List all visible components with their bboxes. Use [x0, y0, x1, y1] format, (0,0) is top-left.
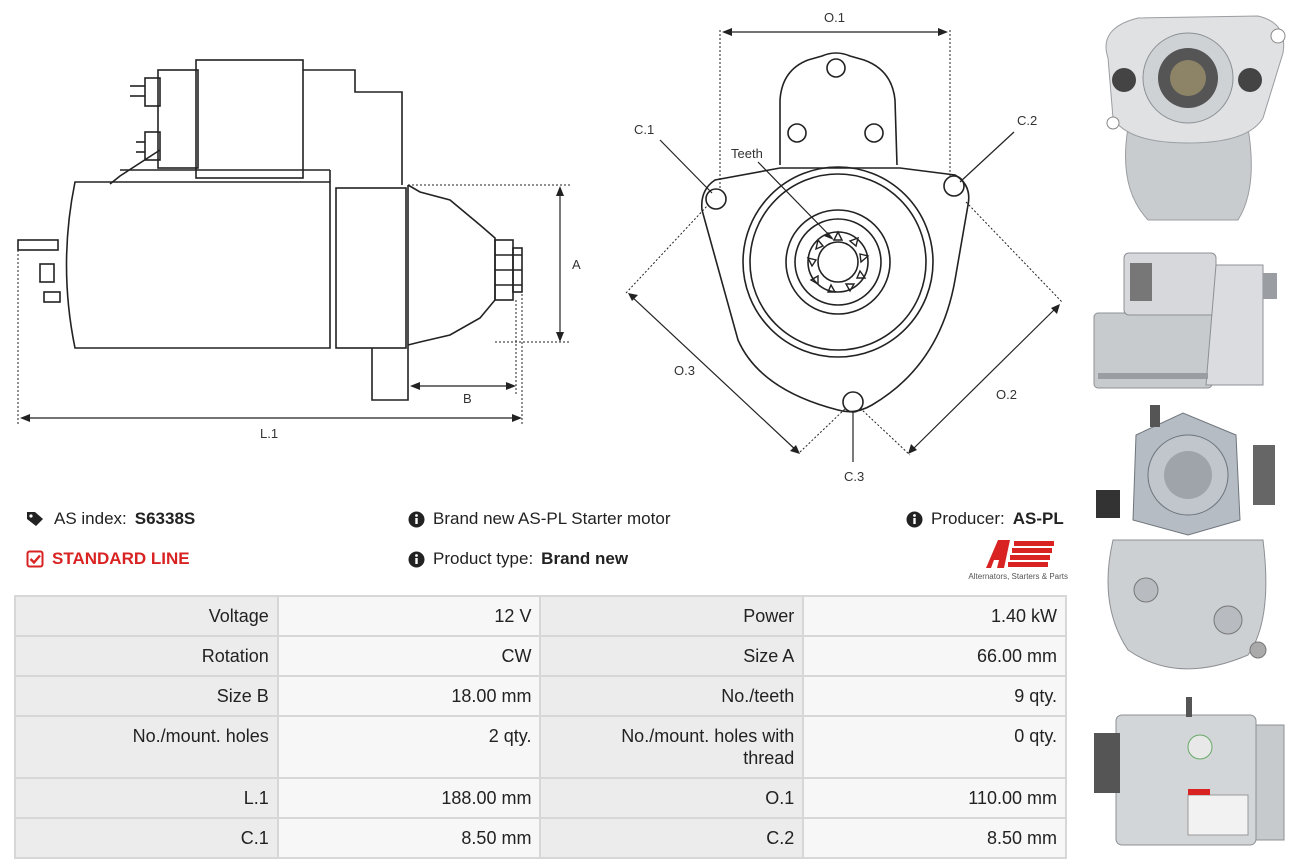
spec-value: 110.00 mm	[804, 779, 1065, 817]
spec-value: CW	[278, 637, 540, 675]
label-a: A	[572, 257, 581, 272]
info-circle-icon	[906, 511, 923, 527]
spec-value: 9 qty.	[804, 677, 1065, 715]
front-view-drawing: O.1 C.1 C.2 Teeth O.3 O.2 C.3	[625, 10, 1063, 484]
product-type-value: Brand new	[541, 549, 629, 568]
standard-line: STANDARD LINE	[26, 549, 190, 569]
as-index-label: AS index:	[54, 509, 127, 528]
spec-label: L.1	[16, 779, 277, 817]
product-photo-side	[1088, 245, 1293, 395]
standard-line-label: STANDARD LINE	[52, 549, 190, 568]
spec-value: 188.00 mm	[278, 779, 540, 817]
spec-value: 1.40 kW	[804, 597, 1065, 635]
spec-label: Rotation	[16, 637, 277, 675]
as-logo-mark	[986, 540, 1054, 568]
spec-label: Size A	[541, 637, 803, 675]
info-circle-icon	[408, 511, 425, 527]
product-type-label: Product type:	[433, 549, 534, 568]
spec-label: No./mount. holes	[16, 717, 277, 777]
spec-label: No./mount. holes with thread	[541, 717, 803, 777]
spec-label: No./teeth	[541, 677, 803, 715]
info-circle-icon	[408, 551, 425, 567]
label-o3: O.3	[674, 363, 695, 378]
side-view-drawing: A B L.1	[17, 59, 581, 441]
spec-value: 12 V	[278, 597, 540, 635]
label-o1: O.1	[824, 10, 845, 25]
product-type: Product type: Brand new	[408, 549, 628, 569]
description: Brand new AS-PL Starter motor	[408, 509, 670, 529]
spec-label: Voltage	[16, 597, 277, 635]
spec-value: 2 qty.	[278, 717, 540, 777]
label-c3: C.3	[844, 469, 864, 484]
logo-tagline: Alternators, Starters & Parts	[968, 572, 1068, 581]
as-logo: Alternators, Starters & Parts	[964, 538, 1068, 584]
spec-label: Size B	[16, 677, 277, 715]
spec-label: O.1	[541, 779, 803, 817]
spec-label: Power	[541, 597, 803, 635]
description-text: Brand new AS-PL Starter motor	[433, 509, 671, 528]
producer: Producer: AS-PL	[906, 509, 1064, 529]
product-photo-rear	[1088, 405, 1293, 685]
product-photo-front	[1088, 8, 1293, 233]
tags-icon	[27, 512, 43, 526]
spec-label: C.1	[16, 819, 277, 857]
product-photo-label-side	[1088, 695, 1293, 855]
spec-value: 8.50 mm	[278, 819, 540, 857]
spec-value: 66.00 mm	[804, 637, 1065, 675]
as-index-value: S6338S	[134, 509, 196, 528]
label-c2: C.2	[1017, 113, 1037, 128]
spec-value: 18.00 mm	[278, 677, 540, 715]
label-teeth: Teeth	[731, 146, 763, 161]
label-c1: C.1	[634, 122, 654, 137]
producer-label: Producer:	[931, 509, 1005, 528]
check-square-icon	[26, 550, 44, 568]
producer-value: AS-PL	[1012, 509, 1064, 528]
spec-value: 0 qty.	[804, 717, 1065, 777]
label-l1: L.1	[260, 426, 278, 441]
spec-value: 8.50 mm	[804, 819, 1065, 857]
as-index: AS index: S6338S	[26, 509, 195, 529]
spec-label: C.2	[541, 819, 803, 857]
label-b: B	[463, 391, 472, 406]
label-o2: O.2	[996, 387, 1017, 402]
